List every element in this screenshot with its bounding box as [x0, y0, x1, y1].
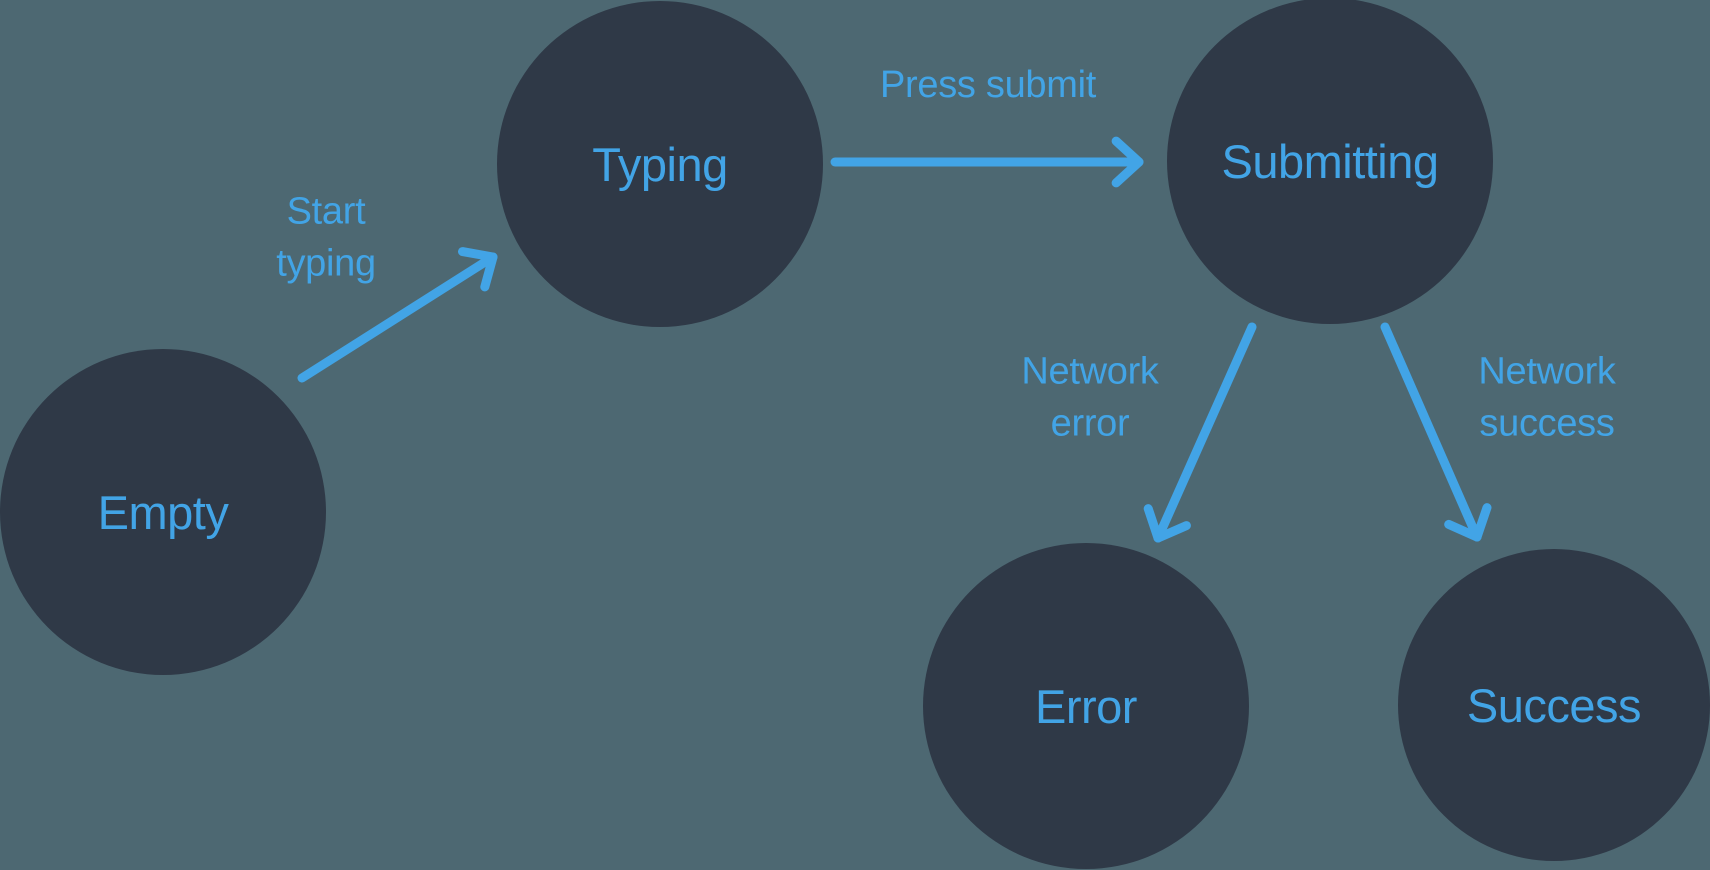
edge-network-error: [1143, 322, 1257, 543]
state-node-label-typing: Typing: [592, 137, 728, 191]
state-node-typing: Typing: [497, 1, 823, 327]
start-typing-arrowhead-icon: [458, 247, 498, 292]
state-node-error: Error: [923, 543, 1249, 869]
press-submit-label: Press submit: [880, 60, 1096, 112]
network-success-arrowhead-icon: [1444, 503, 1492, 542]
state-node-label-empty: Empty: [97, 485, 229, 539]
edge-press-submit: [830, 136, 1144, 188]
start-typing-label-line-2: typing: [276, 242, 376, 284]
press-submit-label-line-1: Press submit: [879, 64, 1097, 107]
state-node-empty: Empty: [0, 349, 326, 675]
network-error-arrowhead-icon: [1143, 504, 1191, 543]
state-node-success: Success: [1398, 549, 1710, 861]
network-error-label-line-2: error: [1050, 402, 1130, 444]
network-success-label: Network success: [1478, 346, 1616, 449]
state-node-label-success: Success: [1466, 678, 1642, 732]
start-typing-label-line-1: Start: [286, 190, 366, 233]
network-error-label-line-1: Network: [1021, 350, 1159, 393]
start-typing-label: Start typing: [276, 186, 376, 289]
network-error-arrow-shaft: [1153, 322, 1257, 543]
press-submit-arrowhead-icon: [1111, 136, 1144, 188]
network-success-arrow-shaft: [1380, 322, 1482, 542]
network-success-label-line-2: success: [1479, 402, 1615, 444]
edge-network-success: [1380, 322, 1492, 542]
state-node-submitting: Submitting: [1167, 0, 1493, 324]
network-success-label-line-1: Network: [1478, 350, 1616, 393]
network-error-label: Network error: [1021, 346, 1159, 449]
state-node-label-error: Error: [1035, 679, 1137, 733]
state-node-label-submitting: Submitting: [1221, 134, 1439, 188]
